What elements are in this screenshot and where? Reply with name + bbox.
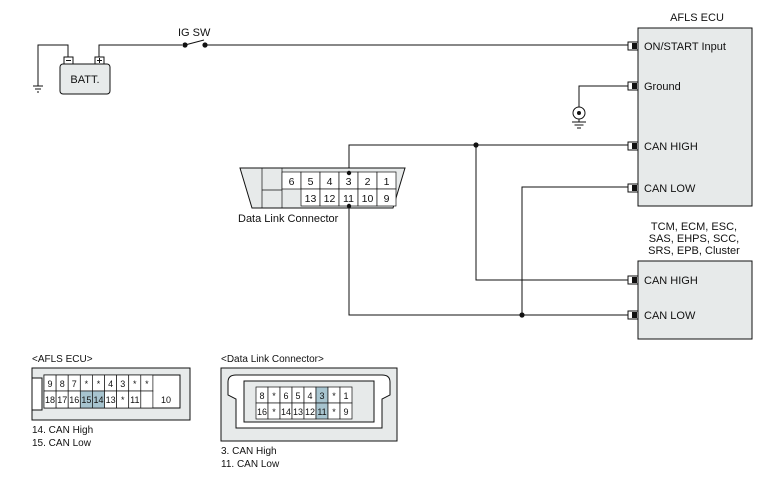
dlc-connector-face: <Data Link Connector> 8 * 6 5 4 3 * 1 16… [220, 354, 398, 470]
dlc-face-pin: 9 [343, 407, 348, 417]
battery: BATT. [59, 56, 111, 95]
afls-on-start-label: ON/START Input [644, 41, 726, 53]
afls-pin: 8 [60, 379, 65, 389]
dlc-pin: 5 [308, 176, 314, 188]
dlc-note-1: 3. CAN High [221, 446, 277, 457]
afls-pin: 11 [130, 395, 139, 405]
dlc-pin: 13 [305, 193, 317, 205]
afls-connector-title: <AFLS ECU> [32, 354, 93, 365]
dlc-connector-title: <Data Link Connector> [221, 354, 324, 365]
afls-pin: * [145, 379, 149, 389]
ignition-switch: IG SW [98, 27, 628, 57]
afls-pin: * [85, 379, 89, 389]
afls-pin: 3 [120, 379, 125, 389]
dlc-pin: 12 [324, 193, 336, 205]
dlc-face-pin: 5 [295, 391, 300, 401]
dlc-face-pin: 13 [293, 407, 303, 417]
afls-pin: 14 [93, 395, 103, 405]
dlc-pin: 4 [327, 176, 333, 188]
dlc-pin: 6 [289, 176, 295, 188]
afls-note-2: 15. CAN Low [32, 438, 92, 449]
dlc-face-pin: 11 [317, 407, 326, 417]
dlc-face-pin: 14 [281, 407, 291, 417]
dlc-face-pin: * [272, 407, 276, 417]
dlc-note-2: 11. CAN Low [221, 459, 280, 470]
dlc-face-pin: 3 [319, 391, 324, 401]
group-line-2: SAS, EHPS, SCC, [649, 233, 739, 245]
afls-pin: 7 [72, 379, 77, 389]
group-can-low-label: CAN LOW [644, 310, 696, 322]
group-can-high-label: CAN HIGH [644, 275, 698, 287]
afls-ecu-module: AFLS ECU ON/START Input Ground CAN HIGH … [627, 12, 753, 207]
dlc-pin: 1 [384, 176, 390, 188]
afls-note-1: 14. CAN High [32, 425, 93, 436]
dlc-face-pin: * [332, 391, 336, 401]
can-module-group: TCM, ECM, ESC, SAS, EHPS, SCC, SRS, EPB,… [627, 221, 753, 340]
dlc-face-pin: * [272, 391, 276, 401]
data-link-connector: 6 5 4 3 2 1 13 12 11 10 9 Data Link Conn… [238, 167, 406, 225]
dlc-pin: 2 [365, 176, 371, 188]
dlc-pin: 10 [362, 193, 374, 205]
dlc-face-pin: 6 [283, 391, 288, 401]
dlc-face-pin: * [332, 407, 336, 417]
dlc-label: Data Link Connector [238, 213, 339, 225]
group-line-1: TCM, ECM, ESC, [651, 221, 737, 233]
afls-can-high-label: CAN HIGH [644, 141, 698, 153]
battery-label: BATT. [70, 74, 99, 86]
afls-pin: 9 [47, 379, 52, 389]
group-line-3: SRS, EPB, Cluster [648, 245, 740, 257]
afls-pin: 16 [69, 395, 79, 405]
afls-pin: 13 [106, 395, 116, 405]
afls-pin: 15 [81, 395, 91, 405]
afls-pin: * [121, 395, 125, 405]
dlc-face-pin: 16 [257, 407, 267, 417]
afls-pin: 17 [57, 395, 67, 405]
afls-ecu-connector: <AFLS ECU> 9 8 7 * * 4 3 * * 18 17 16 15 [31, 354, 191, 449]
afls-pin: * [133, 379, 137, 389]
dlc-face-pin: 12 [305, 407, 315, 417]
afls-pin: 10 [161, 395, 171, 405]
dlc-pin: 9 [384, 193, 390, 205]
ecu-ground-icon [572, 85, 628, 129]
can-bus-wires [348, 142, 628, 318]
afls-pin: 4 [108, 379, 113, 389]
dlc-face-pin: 8 [259, 391, 264, 401]
ig-sw-label: IG SW [178, 27, 211, 39]
battery-ground-icon [33, 44, 69, 93]
afls-ground-label: Ground [644, 81, 681, 93]
dlc-face-pin: 1 [343, 391, 348, 401]
dlc-pin: 3 [346, 176, 352, 188]
afls-pin: * [97, 379, 101, 389]
afls-pin: 18 [45, 395, 55, 405]
dlc-pin: 11 [343, 193, 354, 205]
dlc-face-pin: 4 [307, 391, 312, 401]
afls-can-low-label: CAN LOW [644, 183, 696, 195]
afls-ecu-title: AFLS ECU [670, 12, 724, 24]
